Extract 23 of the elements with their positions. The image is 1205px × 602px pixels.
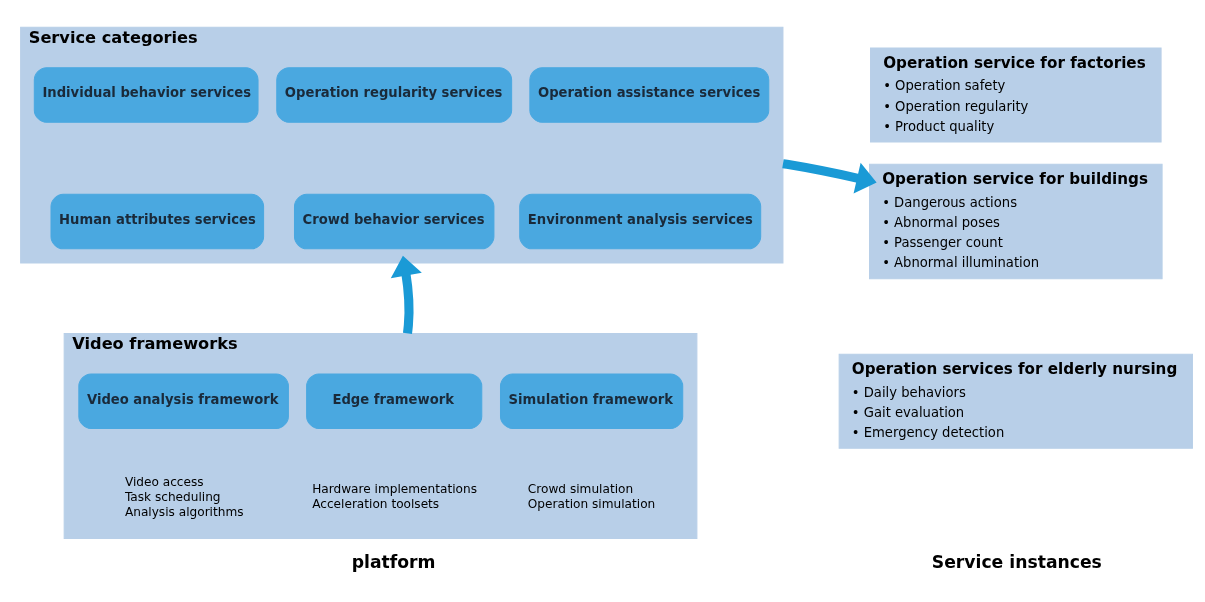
label: Service instances [931,551,1102,572]
node-label: Task scheduling [124,490,221,505]
node-label: Hardware implementations [312,481,477,496]
node-box: Operation assistance services [529,67,770,123]
node-label: Analysis algorithms [124,505,244,520]
node-box: Simulation framework [500,373,684,430]
node-box: Operation services for elderly nursing • Daily behaviors • Gait evaluation • Emergency detection [838,353,1193,449]
node-box: Operation service for buildings • Dangerous actions • Abnormal poses • Passenger count • Abnormal illumination [869,163,1163,280]
node-label: Crowd simulation [527,481,634,496]
node-label: Video access [124,474,204,489]
node-box: Operation service for factories • Operation safety • Operation regularity • Product quality [870,47,1162,143]
node-box: Edge framework [306,373,483,430]
node-box: Human attributes services [50,193,265,250]
node-box: Operation regularity services [276,67,513,123]
node-box: Individual behavior services [33,67,259,123]
node-box: Crowd behavior services [293,193,495,250]
arrow [390,255,422,334]
node-box: Video analysis framework [78,373,289,430]
label: platform [351,551,436,572]
node-box: Environment analysis services [519,193,762,250]
node-label: Acceleration toolsets [312,497,440,512]
arrow [782,159,877,194]
node-label: Operation simulation [527,497,656,512]
